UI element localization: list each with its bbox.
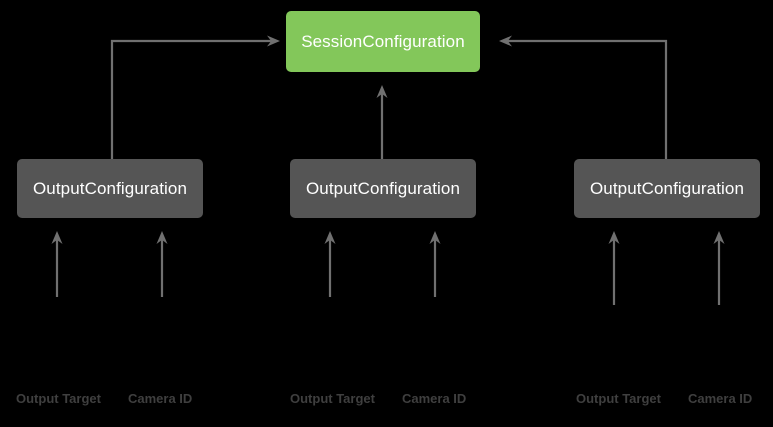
leaf-label-output-target-1: Output Target: [16, 391, 101, 406]
output-target-to-output-1-arrowhead-icon: [51, 231, 63, 244]
node-output-configuration-2-label: OutputConfiguration: [305, 179, 461, 198]
right-output-to-session: [503, 39, 668, 159]
left-output-to-session-arrowhead-icon: [267, 35, 280, 47]
output-target-to-output-3-arrowhead-icon: [608, 231, 620, 244]
leaf-label-output-target-2: Output Target: [290, 391, 375, 406]
node-session-configuration[interactable]: SessionConfiguration: [286, 11, 480, 72]
node-session-configuration-label: SessionConfiguration: [301, 32, 465, 51]
camera-id-to-output-1-arrowhead-icon: [156, 231, 168, 244]
right-output-to-session-arrowhead-icon: [499, 35, 512, 47]
node-output-configuration-1[interactable]: OutputConfiguration: [17, 159, 203, 218]
node-output-configuration-1-label: OutputConfiguration: [32, 179, 188, 198]
leaf-label-camera-id-1: Camera ID: [128, 391, 193, 406]
camera-id-to-output-2-arrowhead-icon: [429, 231, 441, 244]
leaf-label-camera-id-2: Camera ID: [402, 391, 467, 406]
camera-id-to-output-3-arrowhead-icon: [713, 231, 725, 244]
leaf-label-camera-id-3: Camera ID: [688, 391, 753, 406]
node-output-configuration-3[interactable]: OutputConfiguration: [574, 159, 760, 218]
node-output-configuration-2[interactable]: OutputConfiguration: [290, 159, 476, 218]
leaf-label-output-target-3: Output Target: [576, 391, 661, 406]
output-target-to-output-2-arrowhead-icon: [324, 231, 336, 244]
middle-output-to-session-arrowhead-icon: [376, 85, 388, 98]
left-output-to-session: [110, 39, 276, 159]
node-output-configuration-3-label: OutputConfiguration: [589, 179, 745, 198]
